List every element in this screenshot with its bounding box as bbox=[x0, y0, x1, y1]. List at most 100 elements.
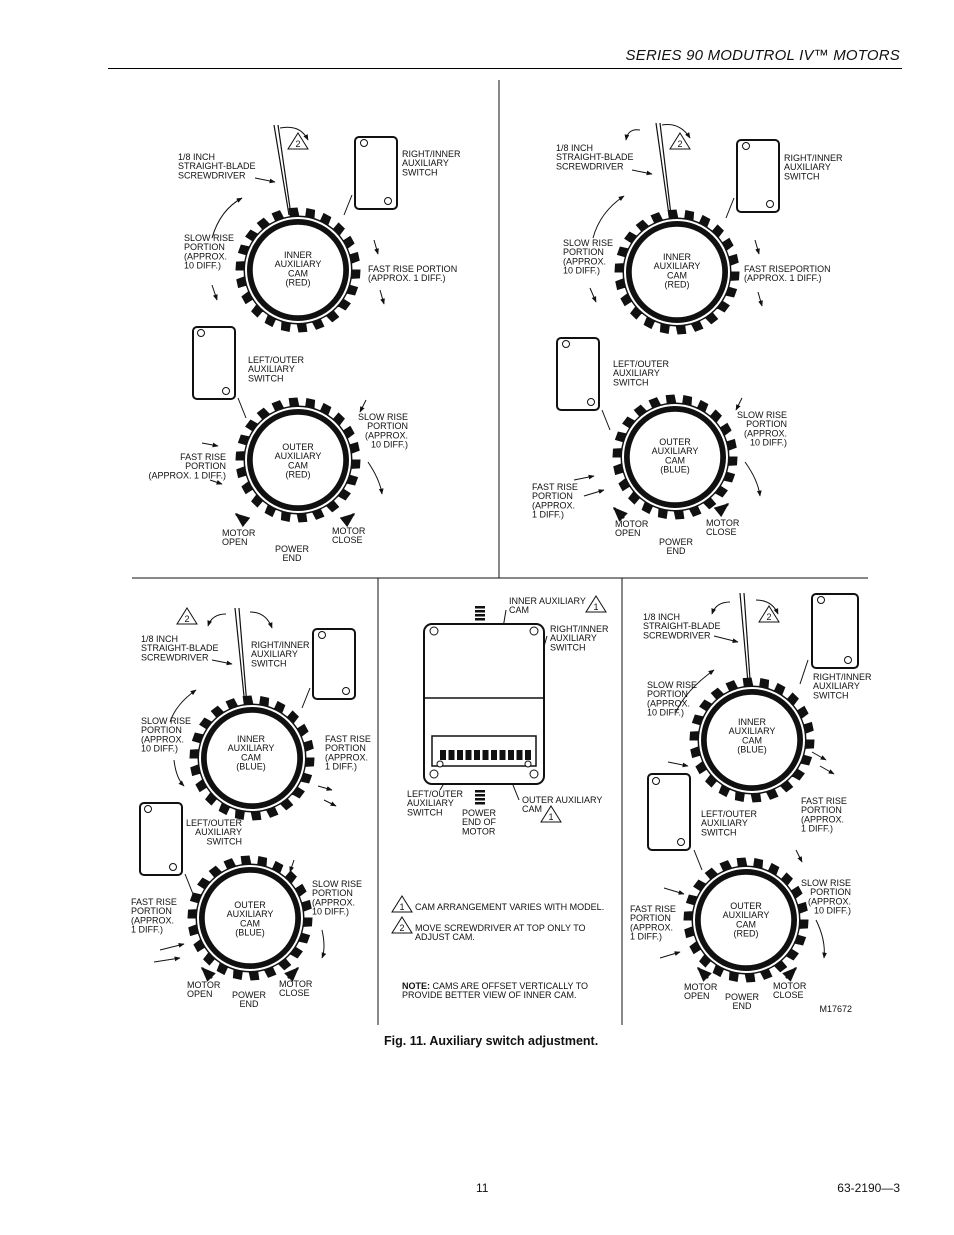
callout-2-tl bbox=[287, 132, 309, 150]
motor-open-arrow-tr bbox=[612, 506, 628, 522]
shaft-top-segment bbox=[475, 618, 485, 621]
callout-marker-number: 1 bbox=[548, 812, 553, 822]
callout-1-legend bbox=[391, 895, 413, 913]
switch-body bbox=[354, 136, 398, 210]
leader-screwdriver-bl bbox=[211, 659, 233, 666]
switch-mount-hole bbox=[766, 200, 774, 208]
left-outer-switch-bl bbox=[139, 802, 183, 876]
terminal bbox=[508, 750, 514, 760]
slow-rise-arrow-outer-tl bbox=[367, 461, 384, 495]
fast-rise-arrow-inner-bl bbox=[317, 785, 333, 791]
screwdriver-br bbox=[739, 592, 752, 695]
cam-ring bbox=[197, 865, 303, 971]
fast-rise-arrow-outer-bl bbox=[159, 942, 185, 951]
callout-2-bl bbox=[176, 607, 198, 625]
page-header-title: SERIES 90 MODUTROL IV™ MOTORS bbox=[625, 47, 900, 64]
leader-screwdriver-br bbox=[713, 635, 739, 644]
cam-hub bbox=[705, 693, 799, 787]
terminal bbox=[499, 750, 506, 760]
label-fast-rise-inner-tr: FAST RISEPORTION(APPROX. 1 DIFF.) bbox=[744, 264, 831, 283]
switch-arm-outer-br bbox=[693, 849, 703, 871]
fast-rise-tick-inner-tl bbox=[379, 289, 385, 305]
switch-mount-hole bbox=[587, 398, 595, 406]
switch-body bbox=[736, 139, 780, 213]
switch-arm-outer-tr bbox=[601, 409, 611, 431]
fast-rise-tick-outer-tr bbox=[583, 489, 605, 497]
switch-mount-hole bbox=[742, 142, 750, 150]
callout-marker-number: 2 bbox=[399, 923, 404, 933]
outer-cam-tr bbox=[612, 394, 738, 520]
label-fast-rise-inner-tl: FAST RISE PORTION(APPROX. 1 DIFF.) bbox=[368, 264, 457, 283]
outer-cam-tl bbox=[235, 397, 361, 523]
switch-mount-hole bbox=[844, 656, 852, 664]
terminal-screw bbox=[524, 760, 532, 768]
shaft-bottom-segment bbox=[475, 794, 485, 797]
rotation-arrow-tr-left bbox=[624, 129, 641, 141]
motor-mount-hole bbox=[529, 626, 539, 636]
outer-cam-bl bbox=[187, 855, 313, 981]
fast-rise-arrow-inner-tl bbox=[373, 239, 379, 255]
switch-mount-hole bbox=[562, 340, 570, 348]
document-number: 63-2190—3 bbox=[837, 1181, 900, 1195]
cam-hub bbox=[630, 225, 724, 319]
header-rule bbox=[108, 68, 902, 69]
screwdriver-tl bbox=[273, 124, 292, 216]
rotation-arrow-bl bbox=[249, 611, 273, 629]
leader-screwdriver-tl bbox=[254, 177, 276, 184]
terminal bbox=[440, 750, 446, 760]
switch-arm-bl bbox=[301, 687, 311, 709]
switch-arm-tr bbox=[725, 197, 735, 219]
shaft-bottom-segment bbox=[475, 802, 485, 805]
callout-1-inner-bc bbox=[585, 595, 607, 613]
rotation-arrow-br bbox=[755, 599, 779, 615]
legend-note-offset: NOTE: CAMS ARE OFFSET VERTICALLY TO bbox=[402, 981, 588, 991]
callout-marker-number: 1 bbox=[399, 902, 404, 912]
fast-rise-tick-outer-bl bbox=[153, 956, 181, 963]
callout-marker-number: 2 bbox=[677, 139, 682, 149]
switch-mount-hole bbox=[652, 777, 660, 785]
switch-mount-hole bbox=[677, 838, 685, 846]
left-outer-switch-br bbox=[647, 773, 691, 851]
fast-rise-tick-outer-br bbox=[659, 951, 681, 959]
cam-ring bbox=[199, 705, 305, 811]
terminal bbox=[465, 750, 472, 760]
figure-id: M17672 bbox=[819, 1004, 852, 1014]
callout-1-outer-bc bbox=[540, 805, 562, 823]
callout-2-tr bbox=[669, 132, 691, 150]
cam-ring bbox=[624, 219, 730, 325]
right-inner-switch-bl bbox=[312, 628, 356, 700]
callout-marker-number: 2 bbox=[184, 614, 189, 624]
terminal-screw bbox=[436, 760, 444, 768]
outer-cam-br bbox=[683, 857, 809, 983]
inner-cam-tr bbox=[614, 209, 740, 335]
fast-rise-arrow-outer-tl bbox=[201, 442, 219, 448]
switch-mount-hole bbox=[342, 687, 350, 695]
switch-mount-hole bbox=[360, 139, 368, 147]
slow-rise-arrow-outer-tr bbox=[744, 461, 762, 497]
motor-open-arrow-bl bbox=[200, 966, 216, 982]
left-outer-switch-tr bbox=[556, 337, 600, 411]
rotation-arrow-tl bbox=[279, 126, 309, 141]
slow-rise-tick-inner-tl bbox=[211, 284, 218, 301]
fast-rise-arrow-inner-tr bbox=[754, 239, 760, 255]
fast-rise-tick-inner-br bbox=[819, 765, 835, 775]
page-number: 11 bbox=[476, 1181, 489, 1195]
shaft-top-segment bbox=[475, 610, 485, 613]
